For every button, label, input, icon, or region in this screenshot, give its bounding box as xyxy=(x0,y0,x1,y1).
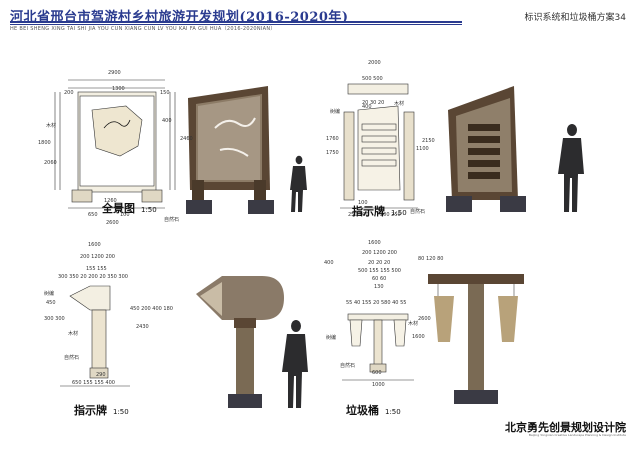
dim-label: 2150 xyxy=(422,138,435,144)
note-weave: 树编 xyxy=(44,291,55,297)
dim-label: 150 xyxy=(160,90,170,96)
dim-overall-width: 2900 xyxy=(108,70,121,76)
caption-bin-scale: 1:50 xyxy=(385,408,401,416)
caption-overview-text: 全景图 xyxy=(102,202,135,215)
dim-label: 400 xyxy=(162,118,172,124)
caption-bin-text: 垃圾桶 xyxy=(346,404,379,417)
dim-label: 650 155 155 400 xyxy=(72,380,115,386)
dim-label: 1760 xyxy=(326,136,339,142)
header: 河北省邢台市驾游村乡村旅游开发规划(2016-2020年) HE BEI SHE… xyxy=(0,0,636,38)
caption-sign-2: 指示牌 1:50 xyxy=(74,402,129,418)
dim-label: 450 200 400 180 xyxy=(130,306,173,312)
dim-label: 2060 xyxy=(44,160,57,166)
dim-label: 2430 xyxy=(136,324,149,330)
section-label: 标识系统和垃圾桶方案34 xyxy=(524,13,626,23)
dim-label: 200 1200 200 xyxy=(362,250,397,256)
dim-label: 250 100 xyxy=(348,212,369,218)
dim-label: 450 xyxy=(46,300,56,306)
dim-height-left: 1800 xyxy=(38,140,51,146)
note-stone: 自然石 xyxy=(64,355,80,361)
sign2-render xyxy=(196,276,308,408)
caption-sign-2-text: 指示牌 xyxy=(74,404,107,417)
sign1-drawing xyxy=(340,83,418,209)
overview-drawing xyxy=(54,79,176,209)
caption-sign-2-scale: 1:50 xyxy=(113,408,129,416)
dim-label: 300 300 xyxy=(44,316,65,322)
dim-label: 2600 xyxy=(418,316,431,322)
dim-label: 100 xyxy=(358,200,368,206)
note-weave: 树编 xyxy=(326,335,337,341)
dim-label: 400 xyxy=(324,260,334,266)
dim-top-width: 2000 xyxy=(368,60,381,66)
note-wood: 木材 xyxy=(68,331,79,337)
dim-label: 200 xyxy=(64,90,74,96)
dim-inner-width: 1260 xyxy=(104,198,117,204)
dim-height-right: 2460 xyxy=(180,136,193,142)
dim-label: 1100 xyxy=(416,146,429,152)
dim-label: 1750 xyxy=(326,150,339,156)
dim-label: 650 xyxy=(88,212,98,218)
note-stone: 自然石 xyxy=(164,217,180,223)
note-wood: 木材 xyxy=(394,101,405,107)
caption-sign-1: 指示牌 1:50 xyxy=(352,203,407,219)
dim-label: 1000 xyxy=(372,382,385,388)
dim-label: 100 xyxy=(120,212,130,218)
dim-label: 500 155 155 500 xyxy=(358,268,401,274)
sign1-render xyxy=(446,86,584,212)
dim-label: 80 120 80 xyxy=(418,256,444,262)
dim-label: 20 30 20 xyxy=(362,100,385,106)
dim-label: 130 xyxy=(374,284,384,290)
note-stone: 自然石 xyxy=(340,363,356,369)
caption-overview-scale: 1:50 xyxy=(141,206,157,214)
caption-sign-1-scale: 1:50 xyxy=(391,209,407,217)
dim-label: 1300 xyxy=(112,86,125,92)
dim-label: 20 20 20 xyxy=(368,260,391,266)
overview-render xyxy=(186,86,307,214)
panel-overview: 2900 200 1300 150 400 1800 2060 1260 650… xyxy=(0,40,318,230)
caption-overview: 全景图 1:50 xyxy=(102,200,157,216)
dim-label: 600 xyxy=(372,370,382,376)
sign2-drawing xyxy=(60,285,130,387)
note-wood: 木材 xyxy=(408,321,419,327)
dim-right-height: 1600 xyxy=(412,334,425,340)
note-weave: 树编 xyxy=(330,109,341,115)
panel-bin: 1600 200 1200 200 20 20 20 500 155 155 5… xyxy=(318,230,636,420)
footer-brand: 北京勇先创景规划设计院 xyxy=(505,421,626,434)
note-stone: 自然石 xyxy=(410,209,426,215)
title-rule-thin xyxy=(10,24,462,25)
caption-sign-1-text: 指示牌 xyxy=(352,205,385,218)
dim-top-width: 1600 xyxy=(368,240,381,246)
footer-tagline: Beijing Yongxian Creative Landscape Plan… xyxy=(528,433,626,437)
dim-label: 55 40 155 20 580 40 55 xyxy=(346,300,407,306)
bin-render xyxy=(428,274,524,404)
title-rule xyxy=(10,21,462,23)
dim-label: 290 xyxy=(96,372,106,378)
note-wood: 木材 xyxy=(46,123,57,129)
dim-label: 300 350 20 200 20 350 300 xyxy=(58,274,128,280)
dim-label: 60 60 xyxy=(372,276,387,282)
panel-sign-1: 2000 500 500 20 30 20 400 1760 1750 1100… xyxy=(318,40,636,230)
dim-label: 200 250 xyxy=(380,212,401,218)
panel-sign-2: 1600 200 1200 200 155 155 300 350 20 200… xyxy=(0,230,318,420)
dim-top-width: 1600 xyxy=(88,242,101,248)
dim-label: 200 1200 200 xyxy=(80,254,115,260)
caption-bin: 垃圾桶 1:50 xyxy=(346,402,401,418)
dim-bottom-width: 2600 xyxy=(106,220,119,226)
dim-label: 500 500 xyxy=(362,76,383,82)
dim-label: 400 xyxy=(362,104,372,110)
dim-label: 155 155 xyxy=(86,266,107,272)
page-subtitle: HE BEI SHENG XING TAI SHI JIA YOU CUN XI… xyxy=(10,26,276,32)
bin-drawing xyxy=(342,313,414,381)
